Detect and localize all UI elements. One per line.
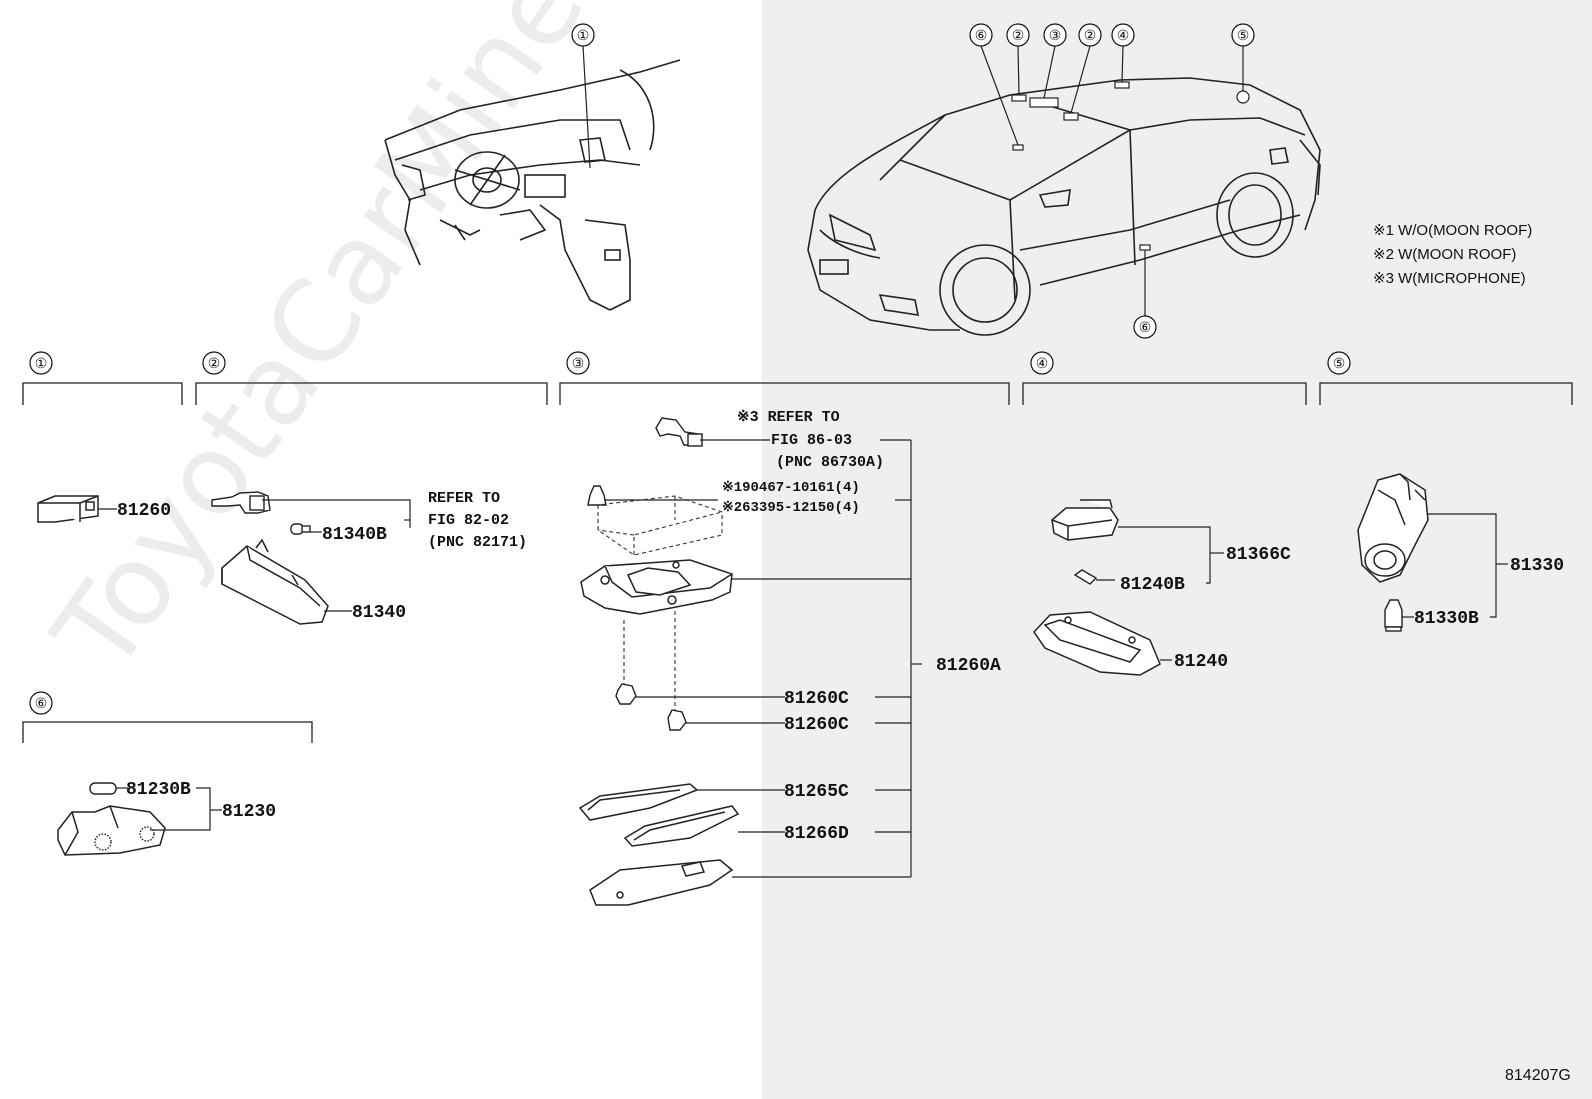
part-label-81230: 81230 xyxy=(222,802,276,822)
section-6-header: ⑥ xyxy=(29,691,53,715)
svg-text:②: ② xyxy=(1084,27,1097,43)
console-housing-drawing xyxy=(580,559,733,615)
part-label-81330B: 81330B xyxy=(1414,609,1479,629)
part-label-81340B: 81340B xyxy=(322,525,387,545)
refer-s3-line2: FIG 86-03 xyxy=(771,432,852,449)
bolt-2-label: ※263395-12150(4) xyxy=(722,500,860,516)
figure-id: 814207G xyxy=(1505,1067,1571,1084)
part-81340B-drawing xyxy=(290,523,311,535)
part-label-81330: 81330 xyxy=(1510,556,1564,576)
part-81260-drawing xyxy=(37,495,99,523)
part-label-81260C-2: 81260C xyxy=(784,715,849,735)
svg-text:④: ④ xyxy=(1117,27,1130,43)
clip-drawing xyxy=(587,485,607,506)
section-2-header: ② xyxy=(202,351,226,375)
section-5-leaders xyxy=(1402,513,1508,618)
part-81240B-drawing xyxy=(1073,569,1098,585)
clip-81260C-1-drawing xyxy=(615,683,637,705)
section-4-header: ④ xyxy=(1030,351,1054,375)
refer-s3-line3: (PNC 86730A) xyxy=(776,454,884,471)
svg-text:⑥: ⑥ xyxy=(35,695,48,711)
svg-text:①: ① xyxy=(577,27,590,43)
part-label-81260A: 81260A xyxy=(936,656,1001,676)
part-label-81230B: 81230B xyxy=(126,780,191,800)
part-label-81240B: 81240B xyxy=(1120,575,1185,595)
callout-car-6a: ⑥ xyxy=(969,23,993,47)
svg-text:②: ② xyxy=(208,355,221,371)
dashboard-drawing xyxy=(384,59,681,311)
section-3-leaders xyxy=(604,439,922,878)
part-81340-drawing xyxy=(221,538,329,625)
part-81330B-drawing xyxy=(1384,599,1403,632)
section-brackets xyxy=(22,382,1573,743)
note-2: ※2 W(MOON ROOF) xyxy=(1373,246,1516,263)
note-3: ※3 W(MICROPHONE) xyxy=(1373,270,1526,287)
svg-text:③: ③ xyxy=(1049,27,1062,43)
callout-car-2b: ② xyxy=(1078,23,1102,47)
refer-s2-line3: (PNC 82171) xyxy=(428,534,527,551)
car-callout-leaders xyxy=(980,45,1244,316)
part-81230B-drawing xyxy=(89,782,117,795)
svg-text:①: ① xyxy=(35,355,48,371)
section-1-header: ① xyxy=(29,351,53,375)
section-2-leaders xyxy=(262,499,411,612)
part-81230-drawing xyxy=(57,805,166,856)
svg-text:⑤: ⑤ xyxy=(1237,27,1250,43)
clip-81260C-2-drawing xyxy=(667,709,687,731)
callout-car-5: ⑤ xyxy=(1231,23,1255,47)
notes: ※1 W/O(MOON ROOF) ※2 W(MOON ROOF) ※3 W(M… xyxy=(1373,222,1532,287)
part-81366C-drawing xyxy=(1051,499,1119,541)
svg-text:④: ④ xyxy=(1036,355,1049,371)
car-drawing xyxy=(807,77,1321,336)
bolt-1-label: ※190467-10161(4) xyxy=(722,480,860,496)
part-label-81260: 81260 xyxy=(117,501,171,521)
part-switch-drawing xyxy=(211,491,271,514)
svg-text:③: ③ xyxy=(572,355,585,371)
cover-drawing xyxy=(589,859,734,906)
section-5-header: ⑤ xyxy=(1327,351,1351,375)
section-4-leaders xyxy=(1096,526,1224,661)
part-label-81240: 81240 xyxy=(1174,652,1228,672)
section-3-header: ③ xyxy=(566,351,590,375)
refer-s2-line2: FIG 82-02 xyxy=(428,512,509,529)
microphone-drawing xyxy=(655,417,703,447)
refer-s2-line1: REFER TO xyxy=(428,490,500,507)
callout-car-4: ④ xyxy=(1111,23,1135,47)
part-label-81265C: 81265C xyxy=(784,782,849,802)
lens-81266D-drawing xyxy=(623,805,740,847)
callout-car-6b: ⑥ xyxy=(1133,315,1157,339)
section-6-leaders xyxy=(116,787,222,831)
lens-81265C-drawing xyxy=(578,783,699,821)
svg-text:⑥: ⑥ xyxy=(1139,319,1152,335)
part-label-81340: 81340 xyxy=(352,603,406,623)
part-label-81260C-1: 81260C xyxy=(784,689,849,709)
note-1: ※1 W/O(MOON ROOF) xyxy=(1373,222,1532,239)
part-label-81366C: 81366C xyxy=(1226,545,1291,565)
shaded-background xyxy=(762,0,1592,1099)
part-81240-drawing xyxy=(1033,611,1161,676)
callout-car-2a: ② xyxy=(1006,23,1030,47)
svg-text:⑥: ⑥ xyxy=(975,27,988,43)
callout-dash-1: ① xyxy=(571,23,595,169)
part-81330-drawing xyxy=(1357,473,1429,583)
svg-text:⑤: ⑤ xyxy=(1333,355,1346,371)
svg-text:②: ② xyxy=(1012,27,1025,43)
refer-s3-line1: ※3 REFER TO xyxy=(737,409,840,426)
part-label-81266D: 81266D xyxy=(784,824,849,844)
callout-car-3: ③ xyxy=(1043,23,1067,47)
car-lamp-markers xyxy=(1011,81,1250,251)
